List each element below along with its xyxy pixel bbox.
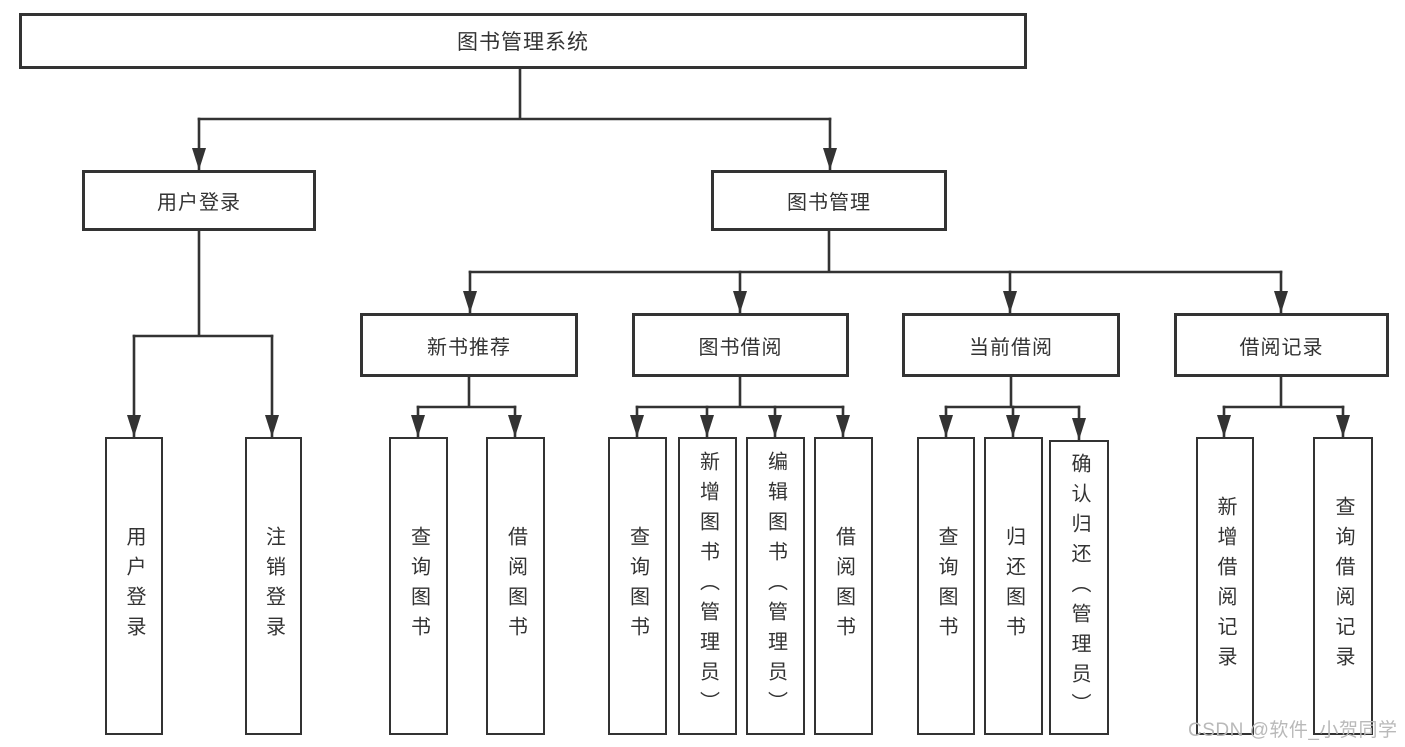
node-borrowing-records: 借阅记录 (1174, 313, 1389, 377)
node-add-book-admin-label: 新增图书（管理员） (696, 451, 719, 721)
node-return-books: 归还图书 (984, 437, 1043, 735)
node-borrow-books-1-label: 借阅图书 (504, 526, 527, 646)
node-user-login: 用户登录 (82, 170, 316, 231)
csdn-watermark: CSDN @软件_小贺同学 (1188, 720, 1398, 741)
node-borrowing-records-label: 借阅记录 (1239, 336, 1324, 359)
node-add-borrowing-record-label: 新增借阅记录 (1214, 496, 1236, 676)
node-root-label: 图书管理系统 (457, 31, 589, 54)
node-query-books-1: 查询图书 (389, 437, 448, 735)
node-query-books-2-label: 查询图书 (626, 526, 649, 646)
node-current-borrowing-label: 当前借阅 (969, 336, 1053, 359)
node-new-book-recommendation-label: 新书推荐 (427, 336, 511, 359)
node-borrow-books-2: 借阅图书 (814, 437, 873, 735)
node-book-borrowing: 图书借阅 (632, 313, 849, 377)
node-book-borrowing-label: 图书借阅 (698, 336, 783, 359)
node-root: 图书管理系统 (19, 13, 1027, 69)
node-current-borrowing: 当前借阅 (902, 313, 1120, 377)
node-edit-book-admin: 编辑图书（管理员） (746, 437, 805, 735)
node-user-login-leaf: 用户登录 (105, 437, 163, 735)
node-add-book-admin: 新增图书（管理员） (678, 437, 737, 735)
node-book-management-label: 图书管理 (787, 192, 871, 214)
node-query-books-1-label: 查询图书 (407, 526, 430, 646)
connector-trunks (132, 65, 1345, 409)
node-new-book-recommendation: 新书推荐 (360, 313, 578, 377)
node-query-books-3: 查询图书 (917, 437, 975, 735)
node-confirm-return-admin-label: 确认归还（管理员） (1068, 452, 1090, 723)
node-query-borrowing-record: 查询借阅记录 (1313, 437, 1373, 735)
node-logout-leaf-label: 注销登录 (262, 526, 285, 646)
node-edit-book-admin-label: 编辑图书（管理员） (764, 451, 787, 721)
node-borrow-books-1: 借阅图书 (486, 437, 545, 735)
node-confirm-return-admin: 确认归还（管理员） (1049, 440, 1109, 735)
node-query-books-3-label: 查询图书 (935, 526, 957, 646)
node-query-books-2: 查询图书 (608, 437, 667, 735)
node-book-management: 图书管理 (711, 170, 947, 231)
node-query-borrowing-record-label: 查询借阅记录 (1332, 496, 1354, 676)
node-add-borrowing-record: 新增借阅记录 (1196, 437, 1254, 735)
node-logout-leaf: 注销登录 (245, 437, 302, 735)
node-return-books-label: 归还图书 (1002, 526, 1025, 646)
node-borrow-books-2-label: 借阅图书 (832, 526, 855, 646)
node-user-login-label: 用户登录 (157, 192, 241, 214)
node-user-login-leaf-label: 用户登录 (123, 526, 145, 646)
